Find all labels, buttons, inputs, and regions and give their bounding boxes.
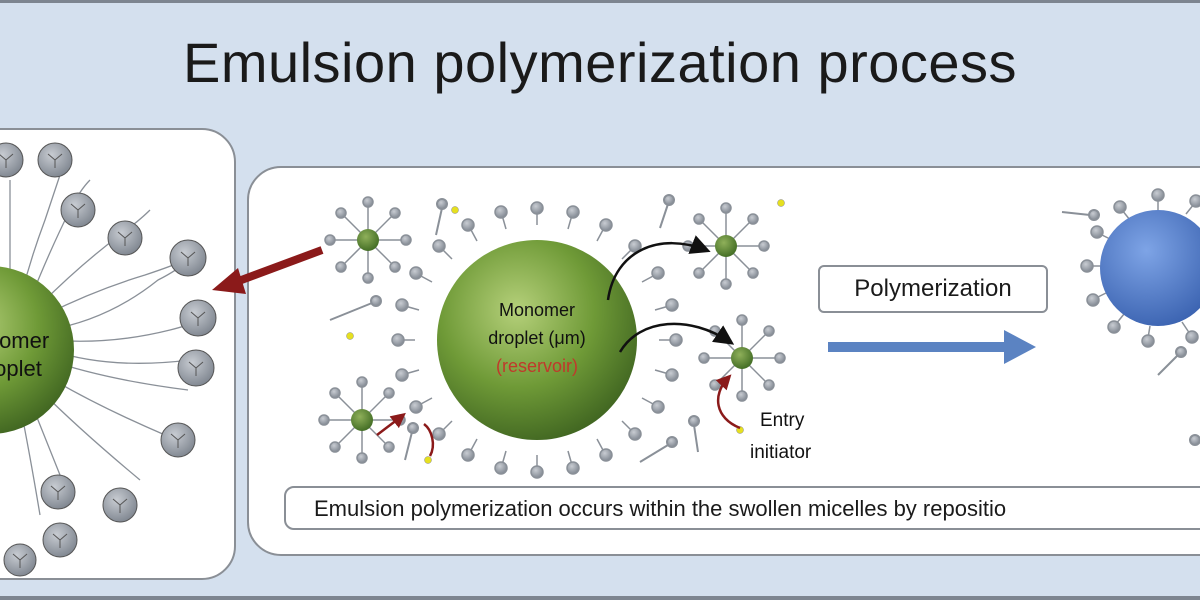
polymer-particle bbox=[1100, 210, 1200, 326]
micelle-top-left bbox=[324, 196, 412, 284]
zoomed-monomer-droplet bbox=[0, 266, 74, 434]
zoom-surfactant-heads bbox=[0, 142, 217, 577]
initiator-entry-arrows bbox=[376, 374, 741, 457]
polymerization-label: Polymerization bbox=[854, 275, 1012, 302]
zoom-droplet-label-2: oplet bbox=[0, 356, 42, 381]
top-rule bbox=[0, 0, 1200, 3]
droplet-label-2: droplet (μm) bbox=[488, 328, 585, 348]
zoom-droplet-label-1: nomer bbox=[0, 328, 49, 353]
caption-box bbox=[284, 486, 1200, 530]
micelle-middle-right bbox=[698, 314, 786, 402]
free-surfactants bbox=[329, 194, 1200, 463]
droplet-surfactant-ring bbox=[391, 201, 683, 479]
zoom-arrow bbox=[212, 246, 324, 294]
initiator-dots bbox=[346, 199, 785, 464]
droplet-label-reservoir: (reservoir) bbox=[496, 356, 578, 376]
micelle-bottom-left bbox=[318, 376, 406, 464]
monomer-transfer-arrows bbox=[606, 235, 735, 353]
entry-label: Entry bbox=[760, 410, 805, 431]
polymerization-label-box bbox=[818, 265, 1048, 313]
droplet-label-1: Monomer bbox=[499, 300, 575, 320]
initiator-label: initiator bbox=[750, 442, 812, 463]
polymerization-arrow bbox=[828, 330, 1036, 364]
caption-text: Emulsion polymerization occurs within th… bbox=[314, 496, 1007, 521]
bottom-rule bbox=[0, 596, 1200, 600]
monomer-droplet bbox=[437, 240, 637, 440]
micelle-top-right bbox=[682, 202, 770, 290]
polymer-particle-surfactants bbox=[1080, 188, 1200, 348]
page-title: Emulsion polymerization process bbox=[182, 31, 1018, 94]
